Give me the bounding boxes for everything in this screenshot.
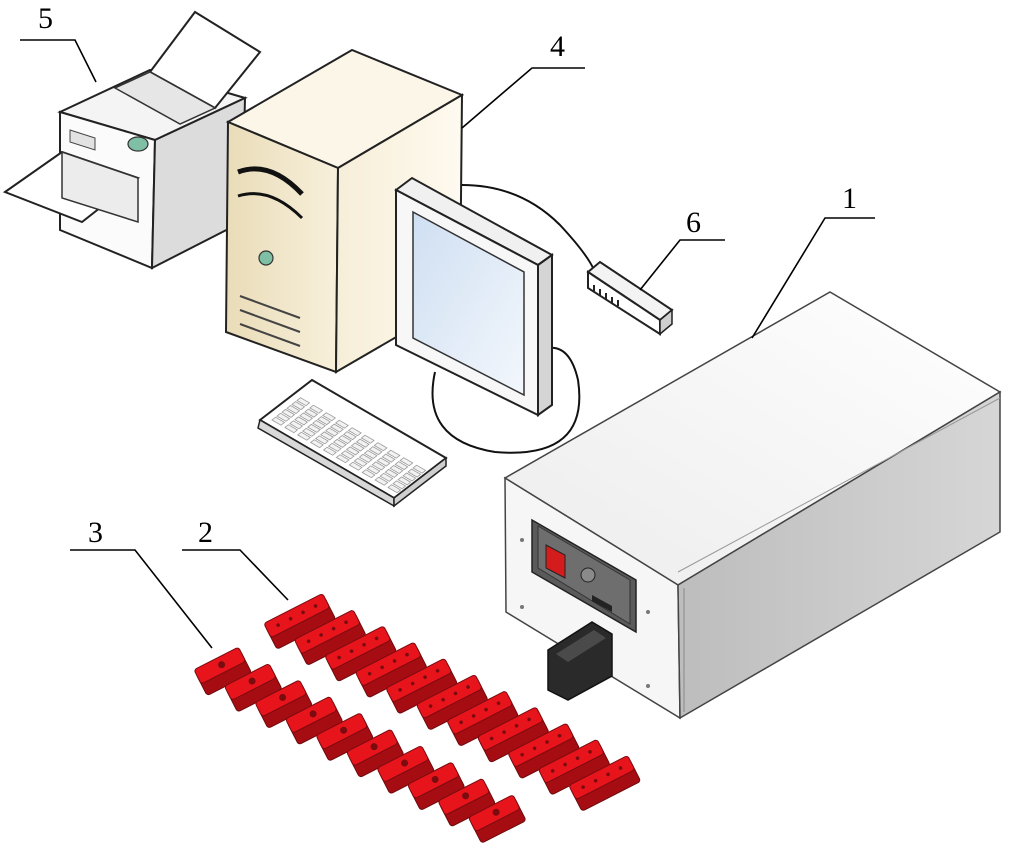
callout-1: 1 <box>751 182 875 339</box>
leader-line-3 <box>70 549 213 649</box>
sample-holders-row-2 <box>264 593 641 811</box>
callout-6: 6 <box>639 206 725 291</box>
row-3-holder <box>285 696 343 745</box>
row-3-holder <box>224 664 282 712</box>
main-unit <box>503 291 1002 720</box>
leader-line-1 <box>751 217 875 339</box>
printer <box>2 10 262 270</box>
monitor <box>394 176 581 454</box>
row-2-holder <box>294 610 366 665</box>
row-3-holder <box>255 680 313 728</box>
row-2-holder <box>538 739 610 795</box>
sample-holders-row-3 <box>194 647 526 843</box>
label-2: 2 <box>198 516 213 549</box>
row-3-holder <box>194 647 252 696</box>
row-3-holder <box>468 795 526 843</box>
callout-2: 2 <box>182 516 289 601</box>
row-2-holder <box>569 755 641 811</box>
keyboard <box>257 378 448 508</box>
label-5: 5 <box>38 2 53 35</box>
label-3: 3 <box>88 516 103 549</box>
callout-5: 5 <box>20 2 97 83</box>
leader-line-6 <box>639 239 725 291</box>
label-4: 4 <box>550 30 565 63</box>
usb-hub <box>461 184 674 336</box>
callout-4: 4 <box>461 30 585 129</box>
leader-line-5 <box>20 39 97 83</box>
label-1: 1 <box>842 182 857 215</box>
row-2-holder <box>264 593 336 649</box>
leader-line-4 <box>461 67 585 129</box>
leader-line-2 <box>182 549 289 601</box>
row-3-holder <box>316 713 374 761</box>
callout-3: 3 <box>70 516 213 649</box>
label-6: 6 <box>686 206 701 239</box>
row-3-holder <box>377 746 435 794</box>
